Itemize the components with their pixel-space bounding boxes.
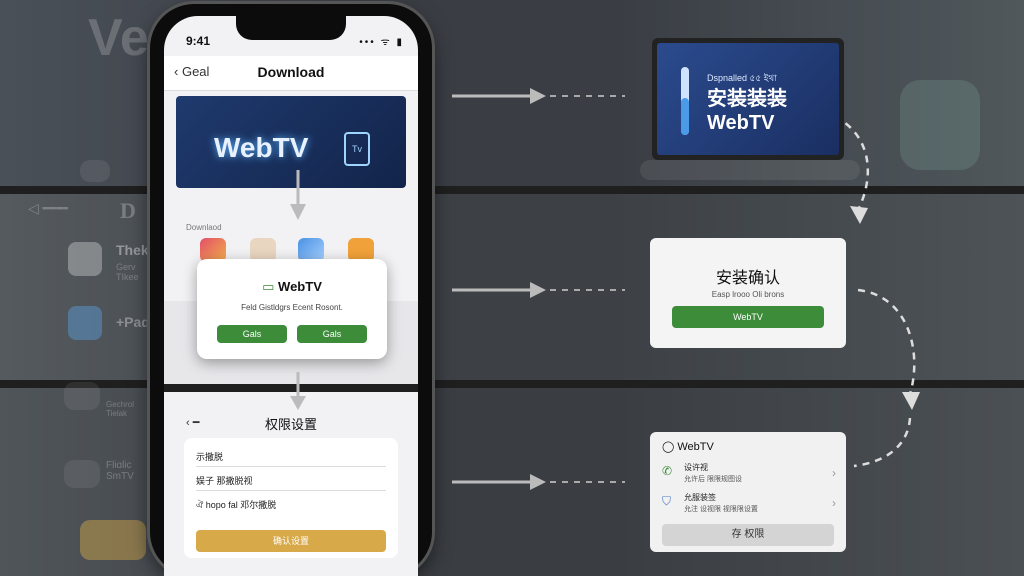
- save-permissions-button[interactable]: 存 权限: [662, 524, 834, 546]
- back-button[interactable]: ‹ Geal: [174, 64, 209, 79]
- separator: [164, 384, 418, 392]
- monitor-icon: ▭: [262, 279, 275, 294]
- chevron-left-icon: ‹: [174, 64, 179, 79]
- bg-app-icon: [68, 306, 102, 340]
- bg-play-button: [80, 520, 146, 560]
- laptop-title-line2: WebTV: [707, 112, 775, 134]
- bg-mid-title: Thek: [116, 242, 149, 258]
- bg-app-icon: [68, 242, 102, 276]
- app-icon[interactable]: [298, 238, 324, 262]
- separator: [0, 186, 1024, 194]
- tv-icon: Tv: [344, 132, 370, 166]
- install-confirm-card: 安装确认 Easp lrooo Oli brons WebTV: [650, 238, 846, 348]
- settings-item-sub: 允许后 限限规图设: [684, 476, 742, 483]
- permission-card: 示撒脱 娱子 那撒脱视 ঐ hopo fal 邓尔撒脱 确认设置: [184, 438, 398, 558]
- app-banner: WebTV Tv: [176, 96, 406, 188]
- back-arrow-icon[interactable]: ‹ ━: [186, 417, 200, 429]
- bg-mid-extra: +Pad: [116, 314, 150, 330]
- laptop-status-text: Dspnalled ৫৫ ইথা: [707, 73, 777, 83]
- arrow-down-icon: [290, 372, 306, 410]
- dialog-right-button[interactable]: Gals: [297, 325, 367, 343]
- permission-navbar: ‹ ━ 权限设置: [164, 412, 418, 432]
- chat-icon: ◯: [662, 441, 675, 453]
- laptop-title-line1: 安装装装: [707, 88, 787, 110]
- settings-item[interactable]: ✆ 设许视 允许后 限限规图设 ›: [662, 460, 838, 492]
- curved-arrow-icon: [857, 288, 920, 410]
- bg-chat-icon: [64, 382, 100, 410]
- bg-keyboard: [640, 160, 860, 180]
- app-icon[interactable]: [348, 238, 374, 262]
- arrow-right-icon: [452, 474, 625, 490]
- divider: [196, 490, 386, 491]
- divider: [196, 466, 386, 467]
- bg-tv-icon: [64, 460, 100, 488]
- bg-back-icon: ◁ ━━━: [28, 200, 68, 216]
- bg-ghost: [80, 160, 110, 182]
- arrow-right-icon: [452, 282, 625, 298]
- laptop-screen: Dspnalled ৫৫ ইথা 安装装装 WebTV: [657, 43, 839, 155]
- status-icons: ••• ᯤ ▮: [359, 37, 404, 48]
- status-time: 9:41: [186, 34, 211, 48]
- laptop-device: Dspnalled ৫৫ ইথা 安装装装 WebTV: [652, 38, 844, 160]
- laptop-title: 安装装装 WebTV: [707, 87, 787, 135]
- confirm-button[interactable]: WebTV: [672, 306, 824, 328]
- install-dialog: ▭ WebTV Feld Gistldgrs Ecent Rosont. Gal…: [197, 259, 387, 359]
- chevron-right-icon: ›: [832, 496, 836, 510]
- bg-mid-sub: Gerv TIkee: [116, 262, 139, 282]
- confirm-title: 安装确认: [715, 270, 780, 287]
- settings-header: ◯ WebTV: [662, 440, 714, 453]
- section-label: Downlaod: [186, 223, 222, 232]
- dialog-title-text: WebTV: [278, 279, 322, 294]
- arrow-down-icon: [290, 170, 306, 220]
- phone-notch: [236, 16, 346, 40]
- back-label: Geal: [181, 64, 210, 79]
- settings-card: ◯ WebTV ✆ 设许视 允许后 限限规图设 › ⛉ 允服装签 允注 设视限 …: [650, 432, 846, 552]
- app-icon[interactable]: [200, 238, 226, 262]
- bg-bottom-text: Gechrol Tielak: [106, 400, 135, 418]
- phone-navbar: ‹ Geal Download: [164, 56, 418, 91]
- confirm-settings-button[interactable]: 确认设置: [196, 530, 386, 552]
- permission-row[interactable]: 娱子 那撒脱视: [196, 476, 253, 486]
- permission-row[interactable]: 示撒脱: [196, 452, 224, 462]
- phone-screen: 9:41 ••• ᯤ ▮ ‹ Geal Download WebTV Tv Do…: [164, 16, 418, 576]
- install-progress-bar: [681, 67, 689, 135]
- app-icon[interactable]: [250, 238, 276, 262]
- settings-item-sub: 允注 设视限 视限限设置: [684, 506, 758, 513]
- permission-title: 权限设置: [264, 417, 317, 432]
- bg-bottom-text: Fliɑlic SmTV: [106, 460, 134, 482]
- dialog-message: Feld Gistldgrs Ecent Rosont.: [241, 303, 343, 312]
- dialog-left-button[interactable]: Gals: [217, 325, 287, 343]
- curved-arrow-icon: [853, 417, 912, 468]
- confirm-subtitle: Easp lrooo Oli brons: [711, 290, 785, 299]
- bg-ghost: [900, 80, 980, 170]
- dialog-title: ▭ WebTV: [197, 279, 387, 295]
- shield-icon: ⛉: [662, 494, 672, 508]
- chevron-right-icon: ›: [832, 466, 836, 480]
- settings-item[interactable]: ⛉ 允服装签 允注 设视限 视限限设置 ›: [662, 490, 838, 522]
- arrow-right-icon: [452, 88, 625, 104]
- page-title: Download: [257, 64, 325, 80]
- settings-item-label: 设许视: [684, 463, 708, 472]
- separator: [0, 380, 1024, 388]
- bg-title-text: Ve: [88, 9, 149, 67]
- phone-device: 9:41 ••• ᯤ ▮ ‹ Geal Download WebTV Tv Do…: [150, 4, 432, 576]
- settings-header-text: WebTV: [677, 441, 714, 453]
- phone-icon: ✆: [662, 464, 673, 478]
- permission-row[interactable]: ঐ hopo fal 邓尔撒脱: [196, 500, 277, 510]
- install-progress-fill: [681, 97, 689, 135]
- bg-mid-prefix: D: [120, 198, 136, 223]
- banner-app-name: WebTV: [214, 132, 309, 163]
- settings-item-label: 允服装签: [684, 493, 716, 502]
